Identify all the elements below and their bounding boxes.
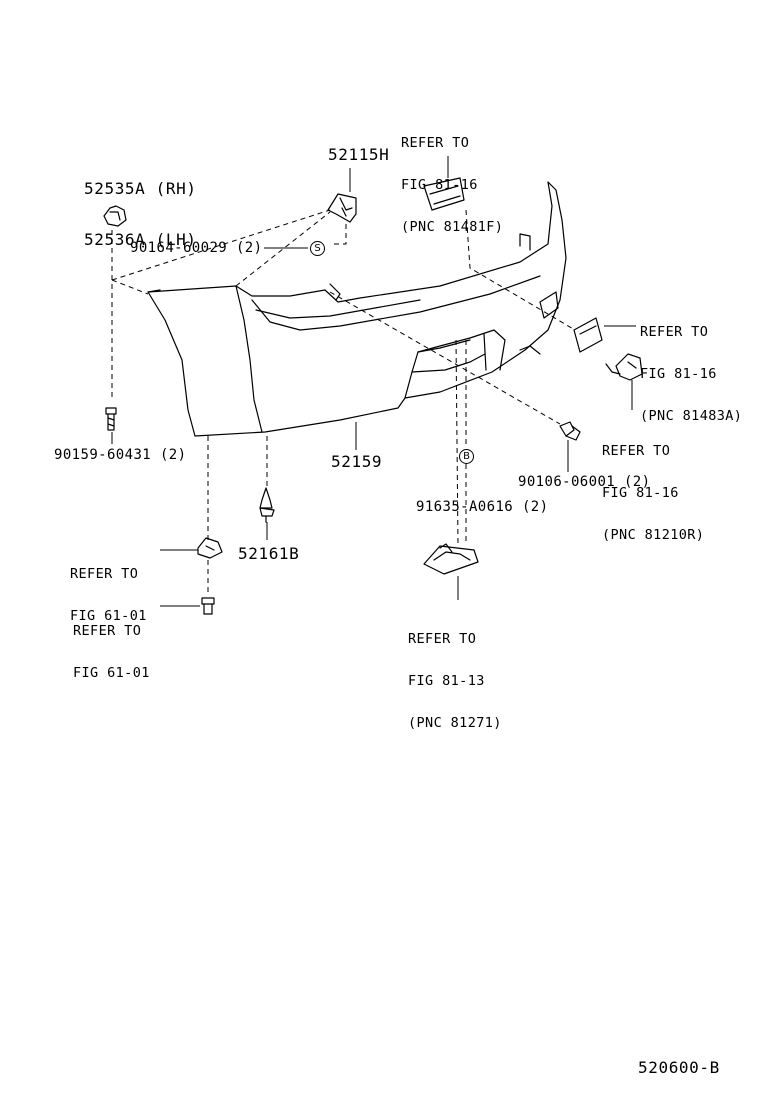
label-52161b: 52161B: [238, 544, 300, 563]
diagram-code: 520600-B: [638, 1058, 720, 1077]
refer-81481f: REFER TO FIG 81-16 (PNC 81481F): [401, 135, 504, 235]
reflector-81481f: [423, 177, 465, 211]
retainer-52115h: [327, 193, 357, 223]
refer-fig-61-01-nut: REFER TO FIG 61-01: [70, 566, 147, 624]
screw-90159: [105, 407, 117, 431]
refer-81271: REFER TO FIG 81-13 (PNC 81271): [408, 631, 502, 731]
bolt-fig-61-01: [201, 597, 215, 615]
label-52535a: 52535A (RH): [84, 179, 197, 198]
callout-s: S: [310, 241, 325, 256]
label-90159: 90159-60431 (2): [54, 447, 187, 463]
callout-b: B: [459, 449, 474, 464]
refer-fig-61-01-bolt: REFER TO FIG 61-01: [73, 623, 150, 681]
label-90164: 90164-60029 (2): [130, 240, 263, 256]
clip-52161b: [259, 487, 275, 523]
refer-81483a: REFER TO FIG 81-16 (PNC 81483A): [640, 324, 743, 424]
license-lamp-81271: [423, 543, 479, 575]
label-91635: 91635-A0616 (2): [416, 499, 549, 515]
reflector-81483a: [573, 317, 603, 353]
label-52159: 52159: [331, 452, 383, 471]
screw-90106: [559, 421, 581, 441]
label-52536a: 52536A (LH): [84, 230, 197, 249]
label-52535a-52536a: 52535A (RH) 52536A (LH): [84, 146, 197, 265]
refer-81210r: REFER TO FIG 81-16 (PNC 81210R): [602, 443, 705, 543]
nut-fig-61-01: [197, 537, 223, 559]
label-90106: 90106-06001 (2): [518, 474, 651, 490]
socket-81210r: [605, 353, 643, 381]
rear-bumper-cover: [147, 181, 567, 437]
bracket-52535a: [103, 205, 127, 227]
label-52115h: 52115H: [328, 145, 390, 164]
